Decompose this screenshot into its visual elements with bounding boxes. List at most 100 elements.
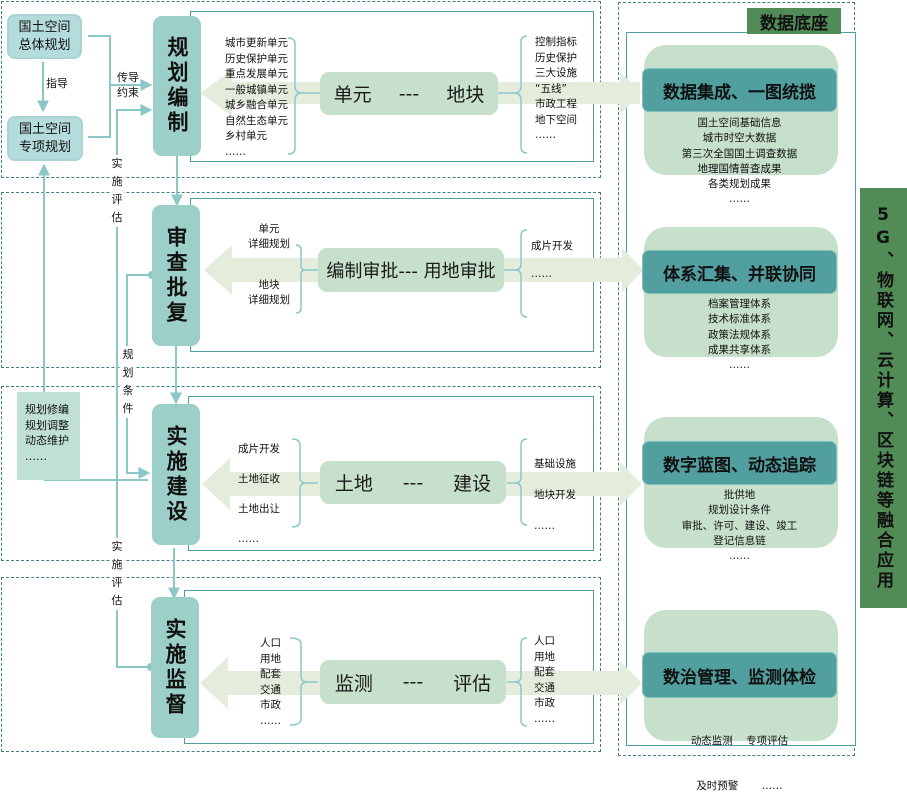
hub-item: 技术标准体系	[708, 313, 771, 326]
list-item: 自然生态单元	[225, 114, 288, 127]
feedback-item: 规划调整	[25, 418, 69, 432]
hub-governance-items: 动态监测 专项评估 及时预警 ……	[642, 703, 837, 810]
hub-integration-items: 国土空间基础信息 城市时空大数据 第三次全国国土调查数据 地理国情普查成果 各类…	[642, 116, 837, 208]
list-item: 重点发展单元	[225, 68, 288, 80]
list-item: ……	[238, 533, 259, 545]
construction-right-list: 基础设施 地块开发 ……	[534, 449, 576, 542]
review-right-list: 成片开发 ……	[531, 239, 573, 282]
list-item: 用地	[260, 652, 281, 665]
hub-item: 审批、许可、建设、竣工	[681, 519, 798, 532]
hub-system-title: 体系汇集、并联协同	[642, 250, 837, 294]
list-item: 交通	[534, 681, 555, 694]
tech-banner: 5G、物联网、云计算、区块链等融合应用	[860, 188, 907, 608]
pill-left: 土地	[334, 473, 373, 495]
hub-blueprint-items: 批供地 规划设计条件 审批、许可、建设、竣工 登记信息链 ……	[642, 488, 837, 564]
implementation-eval-label-1: 实施评估	[110, 155, 124, 227]
list-item: 基础设施	[534, 458, 576, 470]
list-item: ……	[531, 267, 552, 280]
special-plan-box[interactable]: 国土空间 专项规划	[7, 116, 83, 161]
pill-monitor-evaluate[interactable]: 监测 --- 评估	[320, 660, 506, 704]
hub-item: ……	[729, 550, 750, 563]
list-item: 城乡融合单元	[225, 99, 288, 111]
stage-review-title: 审查批复	[164, 225, 188, 326]
list-item: 城市更新单元	[225, 37, 288, 49]
pill-left: 单元	[333, 84, 372, 106]
review-detail-list: 单元 详细规划 地块 详细规划	[248, 222, 290, 308]
list-item: 控制指标	[535, 36, 577, 48]
hub-item: ……	[729, 193, 750, 206]
list-item: 成片开发	[531, 240, 573, 252]
hub-system-items: 档案管理体系 技术标准体系 政策法规体系 成果共享体系 ……	[642, 297, 837, 373]
pill-sep: ---	[402, 471, 424, 494]
hub-governance-title: 数治管理、监测体检	[642, 652, 837, 698]
stage-construction[interactable]: 实施建设	[152, 404, 200, 545]
list-item: 地下空间	[535, 113, 577, 126]
hub-blueprint-title: 数字蓝图、动态追踪	[642, 441, 837, 485]
list-item: 交通	[260, 683, 281, 696]
hub-item: 动态监测 专项评估	[690, 734, 789, 747]
list-item: 三大设施	[535, 67, 577, 79]
supervision-right-list: 人口 用地 配套 交通 市政 ……	[534, 634, 555, 727]
hub-item: 第三次全国国土调查数据	[681, 147, 798, 160]
stage-planning-title: 规划编制	[165, 36, 189, 136]
hub-item: 政策法规体系	[708, 328, 771, 341]
planning-parcel-list: 控制指标 历史保护 三大设施 “五线” 市政工程 地下空间 ……	[535, 35, 577, 144]
tech-banner-text: 5G、物联网、云计算、区块链等融合应用	[873, 205, 893, 591]
hub-item: 登记信息链	[713, 534, 766, 547]
list-item: ……	[534, 520, 555, 532]
hub-item: 地理国情普查成果	[697, 162, 782, 175]
supervision-left-list: 人口 用地 配套 交通 市政 ……	[260, 636, 281, 729]
list-item: 历史保护单元	[225, 52, 288, 65]
list-item: ……	[225, 145, 246, 158]
planning-unit-list: 城市更新单元 历史保护单元 重点发展单元 一般城镇单元 城乡融合单元 自然生态单…	[225, 36, 288, 160]
pill-right: 建设	[453, 473, 492, 495]
pill-unit-parcel[interactable]: 单元 --- 地块	[320, 72, 498, 115]
pill-sep: ---	[402, 671, 424, 693]
list-item: 乡村单元	[225, 130, 267, 142]
list-item: “五线”	[535, 82, 567, 95]
hub-item: 成果共享体系	[708, 343, 771, 356]
list-item: 人口	[534, 635, 555, 647]
pill-approval[interactable]: 编制审批--- 用地审批	[318, 248, 504, 292]
hub-item: 档案管理体系	[708, 298, 771, 310]
implementation-eval-label-2: 实施评估	[110, 538, 124, 610]
feedback-item: 动态维护	[25, 434, 69, 447]
list-item: 历史保护	[535, 51, 577, 64]
list-item: ……	[260, 714, 281, 727]
hub-item: 及时预警 ……	[696, 780, 783, 793]
list-item: 成片开发	[238, 443, 280, 455]
hub-item: 批供地	[723, 489, 756, 501]
stage-planning[interactable]: 规划编制	[153, 16, 201, 156]
feedback-item: ……	[25, 449, 47, 463]
feedback-item: 规划修编	[25, 403, 69, 416]
hub-item: 国土空间基础信息	[697, 117, 782, 129]
list-item: 配套	[534, 666, 555, 678]
list-item: 市政	[260, 699, 281, 711]
list-item: 配套	[260, 668, 281, 680]
transmit-constraint-label: 传导 约束	[117, 71, 139, 99]
pill-sep: ---	[398, 82, 420, 105]
pill-land-construction[interactable]: 土地 --- 建设	[320, 461, 506, 504]
feedback-box: 规划修编 规划调整 动态维护 ……	[17, 392, 80, 480]
overall-plan-box[interactable]: 国土空间 总体规划	[7, 14, 82, 59]
pill-right: 地块	[446, 84, 485, 106]
construction-left-list: 成片开发 土地征收 土地出让 ……	[238, 434, 280, 554]
hub-integration-title: 数据集成、一图统揽	[642, 68, 837, 112]
stage-review[interactable]: 审查批复	[152, 205, 200, 346]
hub-item: 各类规划成果	[708, 178, 771, 191]
list-item: ……	[535, 129, 556, 141]
list-item: 土地出让	[238, 503, 280, 515]
list-item: 人口	[260, 637, 281, 649]
hub-item: 城市时空大数据	[702, 132, 777, 145]
hub-item: 规划设计条件	[708, 504, 771, 517]
list-item: 地块开发	[534, 489, 576, 501]
list-item: 一般城镇单元	[225, 83, 288, 96]
list-item: 用地	[534, 650, 555, 663]
stage-supervision[interactable]: 实施监督	[151, 597, 199, 738]
list-item: 市政	[534, 697, 555, 709]
pill-left: 监测	[334, 672, 373, 695]
list-item: 市政工程	[535, 98, 577, 110]
data-base-title: 数据底座	[747, 8, 841, 34]
stage-construction-title: 实施建设	[164, 424, 188, 525]
list-item: 单元 详细规划	[248, 223, 290, 250]
